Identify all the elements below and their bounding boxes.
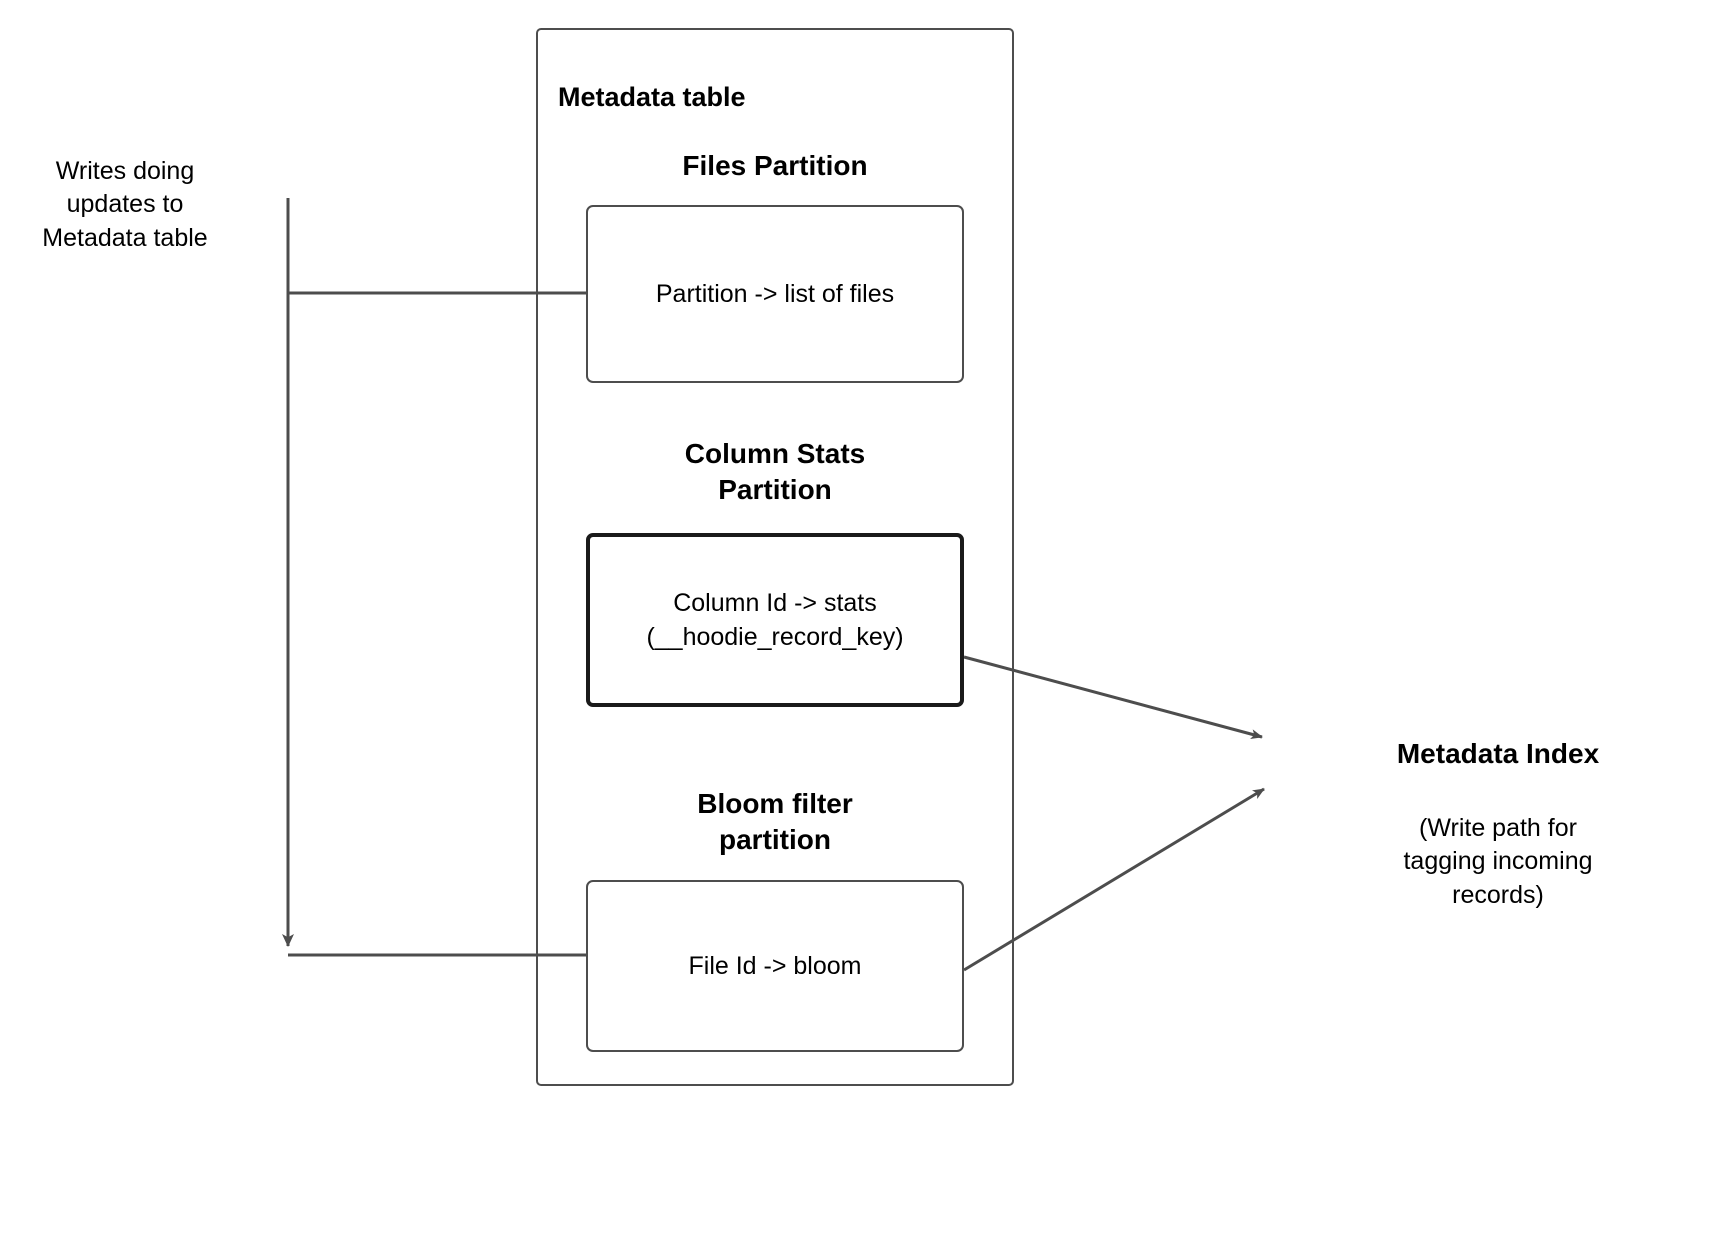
metadata-index-title: Metadata Index bbox=[1396, 738, 1600, 769]
column-stats-partition-heading: Column Stats Partition bbox=[684, 438, 866, 505]
files-partition-box[interactable]: Partition -> list of files bbox=[586, 205, 964, 383]
bloom-filter-partition-box[interactable]: File Id -> bloom bbox=[586, 880, 964, 1052]
bloom-filter-partition-box-text: File Id -> bloom bbox=[688, 952, 862, 980]
files-partition-box-text: Partition -> list of files bbox=[655, 280, 895, 308]
files-partition-heading: Files Partition bbox=[682, 150, 868, 181]
metadata-index-subtitle: (Write path for tagging incoming records… bbox=[1403, 814, 1593, 909]
bloom-filter-partition-heading: Bloom filter partition bbox=[697, 788, 853, 855]
metadata-table-container bbox=[536, 28, 1014, 1086]
column-stats-partition-box-text: Column Id -> stats (__hoodie_record_key) bbox=[646, 589, 904, 651]
metadata-table-title: Metadata table bbox=[558, 82, 746, 112]
writes-source-label: Writes doing updates to Metadata table bbox=[42, 157, 208, 252]
column-stats-partition-box[interactable]: Column Id -> stats (__hoodie_record_key) bbox=[586, 533, 964, 707]
